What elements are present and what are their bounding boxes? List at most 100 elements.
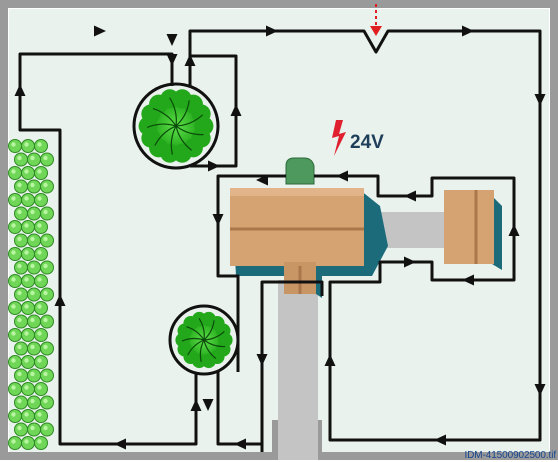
shrub-highlight: [11, 331, 16, 336]
shrub-highlight: [24, 385, 29, 390]
garden-gate: [272, 420, 278, 460]
shrub-highlight: [30, 155, 35, 161]
shrub-highlight: [43, 371, 48, 377]
shrub-highlight: [11, 385, 16, 390]
shrub-highlight: [17, 317, 22, 323]
shrub-highlight: [37, 304, 42, 309]
shrub-highlight: [37, 196, 42, 201]
flow-arrow-icon: [256, 174, 268, 186]
shrub-highlight: [30, 371, 35, 377]
shrub-highlight: [37, 358, 42, 363]
flow-arrow-icon: [434, 434, 446, 446]
wire-segment: [188, 29, 542, 442]
tree-branch: [152, 107, 177, 127]
shrub-highlight: [43, 425, 48, 431]
tree-branch: [170, 125, 177, 155]
tree-leaf: [191, 104, 211, 124]
flow-arrow-icon: [462, 25, 474, 37]
shrub-highlight: [17, 290, 22, 296]
flow-arrow-icon: [166, 34, 178, 46]
flow-arrow-icon: [404, 256, 416, 268]
shrub-highlight: [11, 277, 16, 282]
shrub-highlight: [43, 398, 48, 404]
flow-arrow-icon: [508, 224, 520, 236]
lightning-icon: [332, 120, 346, 156]
shrub-highlight: [17, 209, 22, 215]
shrub-highlight: [37, 223, 42, 228]
shrub-highlight: [30, 209, 35, 215]
flow-arrow-icon: [336, 170, 348, 182]
flow-arrow-icon: [534, 94, 546, 106]
shrub-highlight: [17, 371, 22, 377]
shrub-highlight: [17, 263, 22, 269]
shrub-highlight: [24, 358, 29, 363]
shrub-highlight: [37, 250, 42, 255]
wire-segment: [260, 280, 324, 452]
flow-arrow-icon: [208, 160, 220, 172]
flow-arrow-icon: [114, 438, 126, 450]
tree-ring: [132, 82, 220, 170]
flow-arrow-icon: [166, 54, 178, 66]
shrub-highlight: [17, 398, 22, 404]
shrub-highlight: [37, 169, 42, 174]
shrub-highlight: [24, 412, 29, 417]
shrub-highlight: [43, 182, 48, 188]
flow-arrow-icon: [184, 54, 196, 66]
tree-branch: [154, 125, 177, 146]
tree-branch: [175, 114, 204, 127]
flow-arrow-icon: [14, 84, 26, 96]
shrub-highlight: [17, 182, 22, 188]
flow-arrow-icon: [234, 438, 246, 450]
shrub-highlight: [11, 439, 16, 444]
shrub-highlight: [30, 425, 35, 431]
tree-icon: [175, 311, 233, 369]
tree-branch: [198, 318, 205, 341]
flow-arrow-icon: [534, 384, 546, 396]
tree-icon: [138, 89, 214, 163]
shrub-highlight: [37, 277, 42, 282]
shrub-highlight: [30, 290, 35, 296]
flow-arrow-icon: [54, 294, 66, 306]
shrub-highlight: [24, 250, 29, 255]
shrub-highlight: [11, 169, 16, 174]
tree-branch: [203, 330, 225, 341]
flow-arrow-icon: [94, 25, 106, 37]
wire-segment: [18, 52, 198, 446]
tree-branch: [181, 337, 205, 342]
shrub-highlight: [30, 182, 35, 188]
shrub-highlight: [24, 223, 29, 228]
flow-arrow-icon: [14, 25, 546, 450]
shrub-highlight: [30, 317, 35, 323]
shrub-highlight: [24, 304, 29, 309]
shrub-highlight: [37, 412, 42, 417]
flow-arrow-icon: [212, 214, 224, 226]
shrub-highlight: [43, 344, 48, 350]
tree-branch: [203, 339, 217, 360]
flow-arrow-icon: [266, 25, 278, 37]
dock-arrow-icon: [370, 26, 382, 36]
tree-branch: [146, 123, 177, 128]
shrub-highlight: [24, 439, 29, 444]
shrub-highlight: [17, 155, 22, 161]
flow-arrow-icon: [190, 399, 202, 411]
shrub-highlight: [11, 250, 16, 255]
garden-path: [278, 280, 318, 460]
shrub-highlight: [43, 155, 48, 161]
wire-segment: [216, 174, 286, 372]
garage: [444, 190, 502, 270]
tree-branch: [169, 97, 177, 127]
shrub-highlight: [11, 304, 16, 309]
shrub-highlight: [37, 439, 42, 444]
shrub-highlight: [43, 236, 48, 242]
tree-branch: [175, 125, 193, 151]
flow-arrow-icon: [324, 354, 336, 366]
tree-branch: [187, 339, 205, 356]
shrub-highlight: [37, 331, 42, 336]
shrub-highlight: [11, 412, 16, 417]
shrub-highlight: [43, 290, 48, 296]
shrub-highlight: [37, 385, 42, 390]
charging-station-icon: [285, 157, 315, 185]
shrub-highlight: [30, 263, 35, 269]
